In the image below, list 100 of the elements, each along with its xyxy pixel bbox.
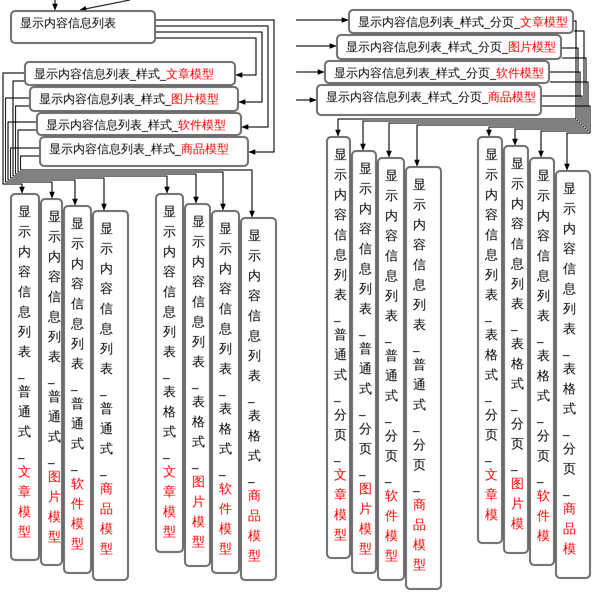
model-name-text: 软件模型 xyxy=(385,488,398,566)
process-box xyxy=(63,205,92,574)
process-box xyxy=(351,150,377,574)
model-name-text: 软件模 xyxy=(537,488,550,546)
node-text: 显示内容信息列表_样式_ xyxy=(34,67,166,81)
arrow xyxy=(52,0,58,11)
arrow xyxy=(15,106,199,204)
process-box xyxy=(477,136,503,544)
node-text: 显示内容信息列表_表格式_ xyxy=(219,221,232,479)
process-box xyxy=(377,157,405,581)
arrow xyxy=(18,130,226,211)
model-name-text: 软件模型 xyxy=(219,481,232,559)
node-text: 显示内容信息列表 xyxy=(20,16,116,30)
node-text: 显示内容信息列表_普通式_ xyxy=(71,216,84,474)
arrow xyxy=(156,32,262,105)
model-name-text: 图片模 xyxy=(511,476,524,534)
model-name-text: 文章模型 xyxy=(166,67,214,81)
arrow xyxy=(542,106,590,171)
model-name-text: 图片模型 xyxy=(171,92,219,106)
node-text: 显示内容信息列表_样式_ xyxy=(39,92,171,106)
model-name-text: 文章模型 xyxy=(18,464,31,542)
arrow xyxy=(156,26,268,130)
arrow xyxy=(414,96,582,167)
arrow xyxy=(8,122,78,206)
arrow xyxy=(296,17,349,23)
node-text: 显示内容信息列表_表格式_ xyxy=(248,228,261,486)
node-text: 显示内容信息列表_样式_分页_ xyxy=(346,40,508,54)
node-text: 显示内容信息列表_样式_分页_ xyxy=(334,66,496,80)
process-box xyxy=(324,60,550,84)
node-text: 显示内容信息列表_普通式_ xyxy=(18,204,31,462)
model-name-text: 商品模型 xyxy=(413,497,426,575)
arrow xyxy=(10,148,107,211)
arrow xyxy=(5,98,55,199)
model-name-text: 文章模 xyxy=(485,467,498,525)
process-box xyxy=(92,210,129,581)
arrow xyxy=(335,20,576,137)
node-text: 显示内容信息列表_样式_ xyxy=(46,118,178,132)
node-text: 显示内容信息列表_表格式_分页_ xyxy=(563,181,576,499)
node-text: 显示内容信息列表_表格式_分页_ xyxy=(537,168,550,486)
node-text: 显示内容信息列表_表格式_ xyxy=(192,214,205,472)
process-box xyxy=(24,61,236,86)
model-name-text: 图片模型 xyxy=(508,40,556,54)
arrow xyxy=(2,72,25,194)
arrow xyxy=(296,97,317,103)
node-text: 显示内容信息列表_普通式_分页_ xyxy=(334,147,347,465)
process-box xyxy=(29,86,239,112)
model-name-text: 图片模型 xyxy=(192,474,205,552)
model-name-text: 商品模型 xyxy=(100,481,113,559)
node-text: 显示内容信息列表_普通式_分页_ xyxy=(359,161,372,479)
process-box xyxy=(555,170,591,579)
process-box xyxy=(211,210,240,574)
arrow xyxy=(79,0,130,12)
process-box xyxy=(405,166,442,590)
process-box xyxy=(336,34,562,60)
model-name-text: 文章模型 xyxy=(163,464,176,542)
node-text: 显示内容信息列表_表格式_分页_ xyxy=(511,156,524,474)
process-box xyxy=(10,193,40,561)
arrow xyxy=(296,43,337,49)
model-name-text: 软件模型 xyxy=(71,476,84,554)
node-text: 显示内容信息列表_样式_分页_ xyxy=(326,90,488,104)
model-name-text: 商品模型 xyxy=(181,142,229,156)
model-name-text: 商品模型 xyxy=(248,488,261,566)
node-text: 显示内容信息列表_普通式_ xyxy=(100,221,113,479)
arrow xyxy=(156,38,256,78)
model-name-text: 软件模型 xyxy=(178,118,226,132)
model-name-text: 文章模型 xyxy=(520,15,568,29)
process-box xyxy=(240,217,277,581)
model-name-text: 软件模型 xyxy=(496,66,544,80)
node-text: 显示内容信息列表_样式_分页_ xyxy=(358,15,520,29)
process-box xyxy=(316,84,542,116)
process-box xyxy=(326,136,351,559)
model-name-text: 商品模型 xyxy=(488,90,536,104)
process-box xyxy=(184,203,211,567)
arrow xyxy=(386,72,580,158)
arrow xyxy=(486,30,584,137)
arrow xyxy=(12,80,170,194)
arrow xyxy=(512,58,586,146)
process-box xyxy=(40,198,63,566)
arrow xyxy=(360,48,578,151)
model-name-text: 商品模 xyxy=(563,501,576,559)
node-text: 显示内容信息列表_普通式_分页_ xyxy=(385,168,398,486)
process-box xyxy=(503,145,529,554)
model-name-text: 图片模型 xyxy=(359,481,372,559)
arrow xyxy=(20,156,255,218)
process-box xyxy=(529,157,555,566)
model-name-text: 文章模型 xyxy=(334,467,347,545)
model-name-text: 图片模型 xyxy=(48,469,61,547)
process-box xyxy=(36,112,242,136)
node-text: 显示内容信息列表_样式_ xyxy=(49,142,181,156)
node-text: 显示内容信息列表_表格式_ xyxy=(163,204,176,462)
process-box xyxy=(39,136,249,167)
process-box xyxy=(155,193,184,553)
node-text: 显示内容信息列表_普通式_分页_ xyxy=(413,177,426,495)
node-text: 显示内容信息列表_普通式_ xyxy=(48,209,61,467)
arrow xyxy=(156,20,274,155)
arrow xyxy=(296,69,325,75)
process-box xyxy=(348,9,574,34)
process-box xyxy=(10,10,156,44)
arrow xyxy=(538,82,588,158)
node-text: 显示内容信息列表_表格式_分页_ xyxy=(485,147,498,465)
